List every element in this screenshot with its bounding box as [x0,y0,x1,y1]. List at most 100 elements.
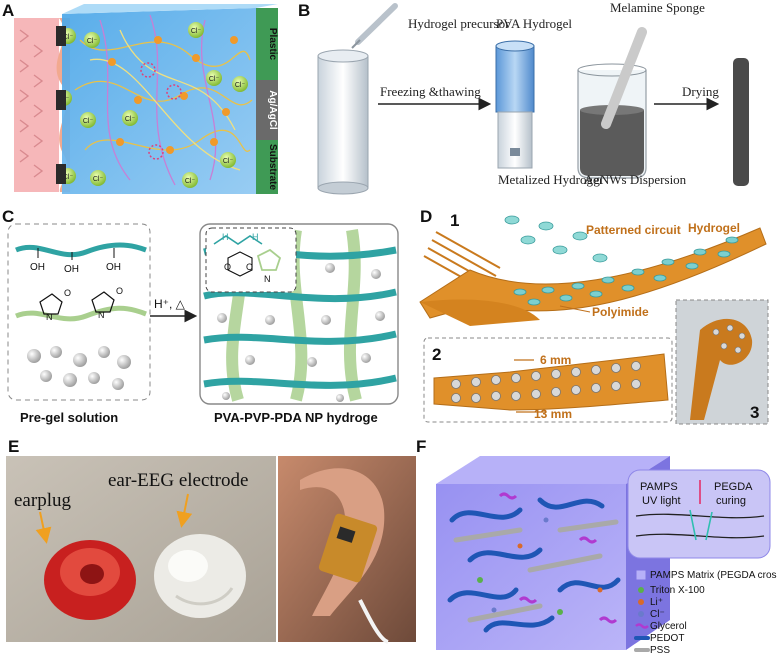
cl-ion-label: Cl⁻ [185,178,196,185]
beaker [577,63,647,179]
label-hydrogel: Hydrogel [688,221,740,235]
cl-ion: Cl⁻ [188,22,204,38]
label-uv-light: UV light [642,495,681,507]
cl-ion-label: Cl⁻ [63,174,74,181]
legend-cl: Cl⁻ [650,609,665,620]
layer-label-substrate: Substrate [267,144,278,191]
pvp-atoms: N O N O [46,286,123,322]
o-label: O [116,286,123,296]
label-drying: Drying [682,84,719,99]
cl-ion: Cl⁻ [182,172,198,188]
oh-label: OH [30,262,45,273]
label-metalized-hydrogel: Metalized Hydrogel [498,172,603,187]
panel-c: C OH OH OH N O N O Pre-gel solution H⁺, … [2,207,399,425]
oh-label: OH [106,262,121,273]
cl-ion: Cl⁻ [232,76,248,92]
melamine-sponge-shade [601,27,647,129]
legend-swatch-glycerol [635,623,649,629]
legend-pedot: PEDOT [650,633,684,644]
pss-chains [453,519,619,623]
label-patterned-circuit: Patterned circuit [586,223,681,237]
pregel-box [7,223,151,401]
label-pregel-solution: Pre-gel solution [20,410,118,425]
legend-f: PAMPS Matrix (PEGDA crosslinked) Triton … [634,569,777,656]
cube-top [436,456,670,484]
panel-a-layer-agcl [256,80,278,140]
panel-b: B Hydrogel precursor Freezing &thawing P… [298,0,749,195]
legend-matrix: PAMPS Matrix (PEGDA crosslinked) [650,570,777,581]
panel-a-crosslinks [108,36,238,154]
oh-label: OH [64,264,79,275]
o-label: O [224,262,231,272]
cl-ion: Cl⁻ [84,32,100,48]
leader-polyimide [559,305,591,313]
legend-swatch-matrix [635,569,647,581]
cl-ion: Cl⁻ [122,110,138,126]
panel-a: Cl⁻ Cl⁻ Cl⁻ Cl⁻ Cl⁻ Cl⁻ Cl⁻ Cl⁻ Cl⁻ Cl⁻ … [2,1,278,194]
cl-ion: Cl⁻ [220,152,236,168]
cl-ion-label: Cl⁻ [125,116,136,123]
legend-pss: PSS [650,645,670,656]
cl-ion-label: Cl⁻ [191,28,202,35]
label-pamps: PAMPS [640,481,678,493]
cl-ion-label: Cl⁻ [87,38,98,45]
wrapped-contacts [712,324,746,354]
cl-ion-label: Cl⁻ [93,176,104,183]
pva-chain [15,242,147,258]
label-polyimide: Polyimide [592,305,649,319]
inset-chain-2 [635,533,765,539]
label-hydrogel-precursor: Hydrogel precursor [408,16,510,31]
ions-f [477,517,603,615]
panel-d: D 1 Patterned circuit Hydrogel Polyimide [419,207,769,425]
polyimide-tail [420,299,540,326]
panel-label-b: B [298,1,310,20]
legend-triton: Triton X-100 [650,585,705,596]
inset-chain-1 [635,513,765,519]
legend-swatch-li [638,599,644,605]
mold-tube [317,49,369,195]
panel-a-top-face [62,4,278,14]
o-label: O [64,288,71,298]
dried-electrode [733,58,749,186]
pda-nanoparticles-pregel [27,346,131,390]
cl-ion: Cl⁻ [206,70,222,86]
panel-label-d: D [420,207,432,226]
inset-crosslink [689,509,713,541]
inset-structure [213,235,282,277]
floating-hydrogel-disks [504,215,608,263]
label-curing: curing [716,495,746,507]
label-hydrogel-precursor-text: Hydrogel precursor [408,16,510,31]
cl-ion-label: Cl⁻ [83,118,94,125]
wrapped-electrode [690,318,753,420]
red-earplug [44,540,136,620]
panel-a-polymer-network [74,14,253,186]
h-label: H [252,232,259,242]
oh-groups: OH OH OH [30,248,121,275]
hydrogel-dots-strip [513,236,739,306]
label-reaction-condition: H⁺, △ [154,297,186,311]
legend-li: Li⁺ [650,597,663,608]
label-melamine-sponge: Melamine Sponge [610,0,705,15]
legend-swatch-cl [638,611,644,617]
cl-ion-label: Cl⁻ [209,76,220,83]
cl-ion-label: Cl⁻ [223,158,234,165]
ear-shape [300,468,385,616]
eeg-cable [358,599,389,644]
electrode-contacts [451,361,641,403]
panel-label-e: E [8,437,19,456]
label-patterned-circuit-text: Patterned circuit [586,223,681,237]
label-ear-eeg-electrode: ear-EEG electrode [108,470,248,491]
arrow-ear-eeg [176,493,193,528]
panel-f: F PAMPS UV light PEGDA curing [416,437,777,656]
eeg-board [318,513,378,583]
label-6mm: 6 mm [540,353,571,367]
cl-ion-label: Cl⁻ [63,34,74,41]
n-label: N [98,310,105,320]
pipette-tip [351,39,361,49]
panel-a-skin-texture [19,29,44,178]
pva-hydrogel-tube [495,40,535,169]
pipette [355,3,398,45]
label-pegda: PEGDA [714,481,753,493]
cl-ion: Cl⁻ [80,112,96,128]
pvp-chain [15,305,147,322]
